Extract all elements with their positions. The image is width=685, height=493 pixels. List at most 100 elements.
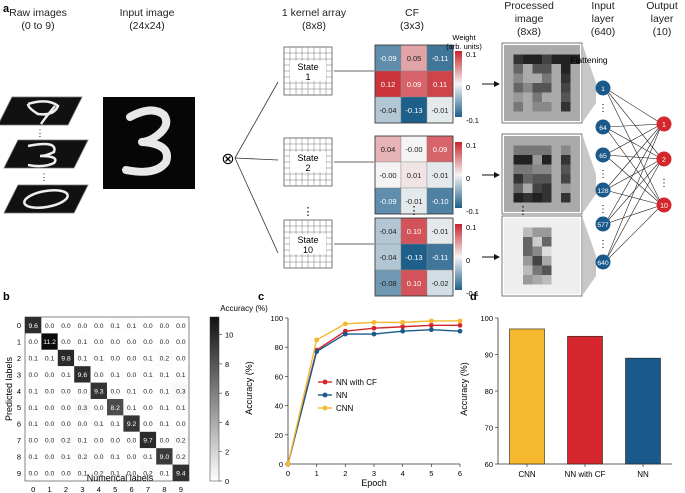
- processed-pixel: [513, 246, 523, 256]
- processed-pixel: [523, 83, 533, 93]
- cf-colorbar-tick: 0: [466, 256, 470, 265]
- processed-pixel: [561, 237, 571, 247]
- cm-col-label: 8: [162, 485, 166, 493]
- network-edge: [604, 123, 663, 128]
- cf-cell: [400, 217, 428, 245]
- processed-pixel: [542, 246, 552, 256]
- processed-pixel: [561, 64, 571, 74]
- network-edge: [604, 158, 663, 225]
- raw-image-9: [0, 96, 83, 126]
- cm-cell: [139, 366, 157, 383]
- cm-cell: [123, 333, 140, 350]
- processed-pixel: [523, 54, 533, 64]
- cm-value: 0.1: [176, 405, 186, 412]
- processed-pixel: [513, 111, 523, 121]
- cm-value: 0.1: [78, 438, 88, 445]
- processed-pixel: [504, 256, 514, 266]
- processed-pixel: [570, 246, 580, 256]
- processed-pixel: [504, 83, 514, 93]
- cm-xlabel: Numerical labels: [87, 473, 154, 483]
- cf-colorbar-title-1: Weight: [452, 33, 476, 42]
- processed-pixel: [542, 45, 552, 55]
- cm-cell: [25, 464, 42, 481]
- processed-pixel: [523, 92, 533, 102]
- processed-pixel: [561, 54, 571, 64]
- kernel-ellipsis: ⋮: [303, 206, 314, 218]
- processed-pixel: [551, 83, 561, 93]
- input-node: [595, 119, 611, 135]
- cm-cell: [25, 399, 42, 416]
- processed-pixel: [523, 183, 533, 193]
- processed-pixel: [551, 275, 561, 285]
- processed-pixel: [570, 284, 580, 294]
- bar-chart-ytick-label: 60: [485, 460, 493, 469]
- cm-cell: [41, 448, 58, 465]
- cm-cell: [139, 333, 157, 350]
- cm-row-label: 0: [17, 321, 21, 330]
- cm-value: 0.0: [94, 454, 104, 461]
- network-edge: [604, 204, 663, 263]
- cf-value: -0.01: [431, 227, 448, 236]
- processed-pixel: [513, 218, 523, 228]
- cm-cell: [90, 382, 107, 399]
- cm-cell: [156, 448, 173, 465]
- cm-value: 0.1: [78, 356, 88, 363]
- processed-pixel: [542, 183, 552, 193]
- cm-value: 0.1: [160, 470, 170, 477]
- processed-pixel: [551, 92, 561, 102]
- cm-cell: [172, 366, 189, 383]
- processed-pixel: [504, 45, 514, 55]
- header-output-layer: Output: [646, 0, 678, 12]
- processed-pixel: [532, 111, 542, 121]
- cm-value: 0.1: [94, 421, 104, 428]
- cm-value: 0.1: [45, 356, 55, 363]
- state-label: State: [297, 153, 318, 163]
- cm-value: 0.0: [28, 438, 38, 445]
- processed-pixel: [504, 136, 514, 146]
- processed-pixel: [542, 265, 552, 275]
- cm-border: [24, 316, 190, 482]
- processed-pixel: [513, 64, 523, 74]
- cf-cell: [374, 243, 402, 271]
- processed-pixel: [561, 45, 571, 55]
- cm-value: 0.0: [127, 454, 137, 461]
- cm-cell: [25, 317, 42, 334]
- cf-value: -0.10: [431, 197, 448, 206]
- cm-cell: [90, 415, 107, 432]
- processed-pixel: [542, 284, 552, 294]
- cf-value: -0.04: [379, 227, 396, 236]
- processed-pixel: [523, 111, 533, 121]
- processed-pixel: [570, 237, 580, 247]
- processed-pixel: [513, 284, 523, 294]
- processed-pixel: [561, 202, 571, 212]
- cm-col-label: 9: [179, 485, 183, 493]
- cm-cell: [107, 464, 124, 481]
- cm-cell: [41, 415, 58, 432]
- bar-category-label: NN with CF: [565, 470, 606, 479]
- cm-cell: [74, 464, 91, 481]
- cm-value: 0.0: [61, 405, 71, 412]
- cm-cell: [41, 464, 58, 481]
- processed-pixel: [551, 164, 561, 174]
- cm-value: 0.0: [176, 421, 186, 428]
- flattening-band: [582, 134, 596, 214]
- legend-marker: [322, 405, 328, 411]
- processed-image-3: [501, 215, 596, 297]
- cm-value: 0.0: [127, 438, 137, 445]
- cm-cell: [41, 333, 58, 350]
- processed-image-1: [501, 42, 596, 124]
- cf-cell: [426, 187, 454, 215]
- cm-value: 0.0: [94, 405, 104, 412]
- cm-cell: [123, 431, 140, 449]
- processed-pixel: [513, 45, 523, 55]
- processed-pixel: [542, 256, 552, 266]
- cm-cell: [41, 431, 58, 449]
- processed-pixel: [561, 174, 571, 184]
- processed-pixel: [570, 164, 580, 174]
- line-chart-ylabel: Accuracy (%): [244, 361, 254, 415]
- processed-pixel: [504, 73, 514, 83]
- cm-row-label: 9: [17, 469, 21, 478]
